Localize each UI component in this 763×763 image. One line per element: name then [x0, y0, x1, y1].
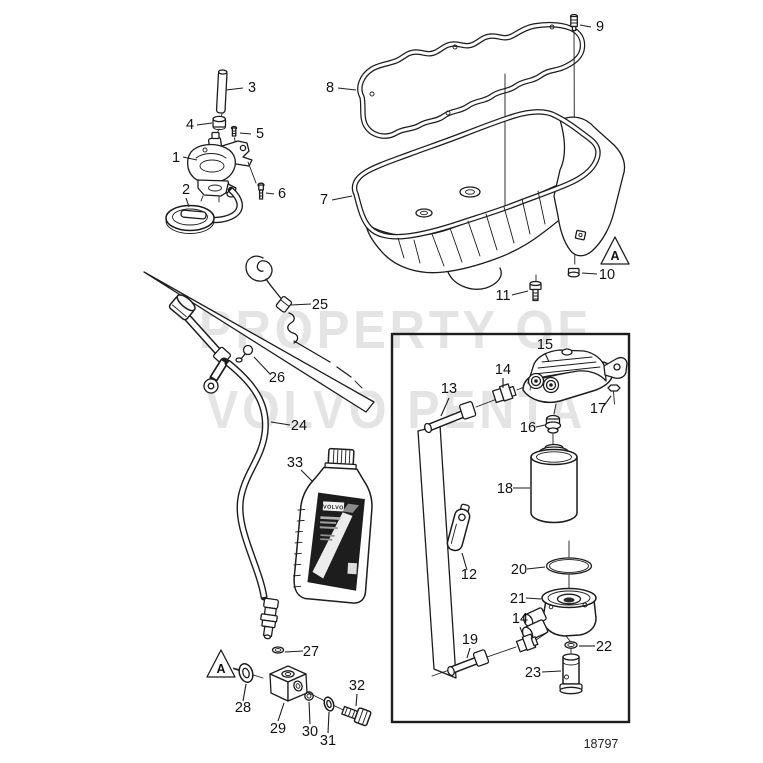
- callout-32: 32: [349, 678, 365, 694]
- bottle-brand-box: [322, 501, 345, 512]
- callout-10: 10: [599, 267, 615, 283]
- drain-plug: [341, 705, 372, 727]
- bypass-valve: [559, 653, 583, 695]
- callout-14-top: 14: [495, 362, 511, 378]
- callout-30: 30: [302, 724, 318, 740]
- oil-filter-cartridge: [530, 443, 578, 524]
- oil-strainer: [165, 204, 215, 234]
- callout-25: 25: [312, 297, 328, 313]
- callout-4: 4: [186, 117, 194, 133]
- o-ring-20: [545, 557, 593, 575]
- washer-28: [238, 662, 254, 684]
- oil-pan: [351, 109, 626, 290]
- callout-11: 11: [495, 288, 510, 304]
- callout-31: 31: [320, 733, 336, 749]
- pump-screw-5: [230, 125, 238, 137]
- callout-3: 3: [248, 80, 256, 96]
- dipstick-guide-tube: [168, 294, 269, 601]
- watermark-line1: PROPERTY OF: [199, 300, 591, 360]
- subdiagram-box: [390, 332, 631, 724]
- callout-5: 5: [256, 126, 264, 142]
- o-ring-27: [271, 646, 285, 654]
- callout-29: 29: [270, 721, 286, 737]
- callout-14-bottom: 14: [512, 611, 528, 627]
- callout-8: 8: [326, 80, 334, 96]
- callout-24: 24: [291, 418, 307, 434]
- valve-block: [269, 665, 308, 702]
- ball-fitting: [235, 344, 254, 363]
- assembly-note-triangle-pan: A: [600, 236, 630, 265]
- callout-9: 9: [596, 19, 604, 35]
- callout-27: 27: [303, 644, 319, 660]
- o-ring-22: [564, 641, 578, 649]
- suction-pipe: [215, 69, 228, 114]
- dipstick-assembly: 25 26 24: [143, 255, 375, 601]
- callout-22: 22: [596, 639, 612, 655]
- fitting-16: [544, 414, 562, 434]
- oil-bottle: VOLVO: [292, 447, 373, 604]
- nipple-14-top: [491, 383, 517, 404]
- callout-13: 13: [441, 381, 457, 397]
- pan-screw-9: [569, 13, 579, 32]
- oil-pan-assembly: A 8 9 7 10 11: [320, 13, 630, 304]
- washer-31: [323, 696, 335, 712]
- bottle-label-textlines: [319, 516, 358, 575]
- dipstick: [245, 255, 363, 389]
- assembly-note-triangle-valve: A: [206, 649, 236, 678]
- callout-21: 21: [510, 591, 526, 607]
- nut-17: [607, 384, 621, 405]
- hose-19: [447, 649, 490, 677]
- oil-pan-gasket: [357, 21, 586, 139]
- callout-19: 19: [462, 632, 478, 648]
- callout-2: 2: [182, 182, 190, 198]
- clip-12: [446, 503, 471, 552]
- callout-17: 17: [590, 401, 606, 417]
- nipple-14-bottom: [515, 633, 539, 653]
- callout-23: 23: [525, 665, 541, 681]
- callout-15: 15: [537, 337, 553, 353]
- pipe-bushing: [212, 115, 227, 131]
- triangle-letter: A: [216, 662, 225, 676]
- pan-bolt-11: [529, 280, 542, 302]
- hose-13: [423, 401, 477, 434]
- oil-filter-subdiagram: 13 14 15 17 16 18 12 20 21 14 19 22 23: [390, 332, 631, 724]
- o-ring-30: [304, 691, 314, 701]
- adapter-housing: [521, 587, 597, 642]
- oil-pump-body: [186, 131, 253, 203]
- bottle-brand-text: VOLVO: [323, 504, 344, 511]
- drawing-number: 18797: [584, 737, 619, 751]
- pan-nut-10: [567, 267, 580, 278]
- bottle-graduations: [292, 508, 306, 588]
- callout-6: 6: [278, 186, 286, 202]
- callout-16: 16: [520, 420, 536, 436]
- bottle-label-stripe: [312, 512, 353, 579]
- callout-33: 33: [287, 455, 303, 471]
- callout-26: 26: [269, 370, 285, 386]
- hose-end-fitting: [260, 597, 279, 640]
- callout-20: 20: [511, 562, 527, 578]
- callout-28: 28: [235, 700, 251, 716]
- callout-1: 1: [172, 150, 180, 166]
- pump-screw-6: [257, 182, 265, 200]
- callout-18: 18: [497, 481, 513, 497]
- triangle-letter: A: [610, 249, 619, 263]
- oil-pump-assembly: 3 4 5 1 2 6: [165, 69, 286, 234]
- callout-7: 7: [320, 192, 328, 208]
- callout-12: 12: [461, 567, 477, 583]
- drain-valve-assembly: A 27 28 29 30 31: [206, 597, 372, 749]
- insertion-pointer: [143, 271, 375, 413]
- pan-ribs: [397, 190, 546, 267]
- watermark: PROPERTY OF VOLVO PENTA: [199, 300, 591, 440]
